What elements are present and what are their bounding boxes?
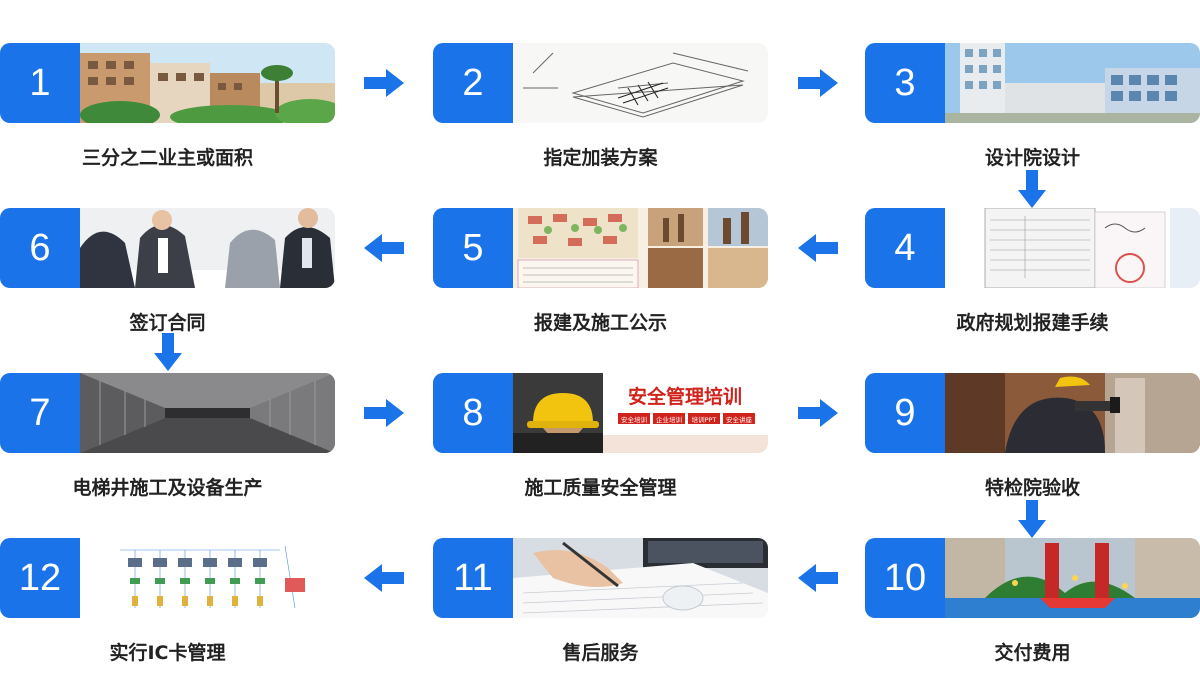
step-label: 特检院验收 — [984, 477, 1080, 499]
step-number: 9 — [865, 373, 945, 453]
residential-buildings-image — [80, 43, 335, 123]
step-label: 设计院设计 — [984, 147, 1080, 169]
safety-tag: 安全培训 — [621, 415, 647, 424]
arrow-left-icon — [798, 564, 838, 592]
inspection-image — [945, 373, 1200, 453]
arrow-left-icon — [798, 234, 838, 262]
step-9: 9 — [865, 373, 1200, 453]
arrow-right-icon — [364, 399, 404, 427]
step-10: 10 — [865, 538, 1200, 618]
step-label: 实行IC卡管理 — [109, 642, 226, 664]
step-4: 4 — [865, 208, 1200, 288]
safety-tag: 企业培训 — [656, 415, 682, 424]
arrow-down-icon — [1018, 170, 1046, 208]
step-number: 4 — [865, 208, 945, 288]
step-number: 2 — [433, 43, 513, 123]
step-3: 3 — [865, 43, 1200, 123]
arrow-left-icon — [364, 564, 404, 592]
step-label: 签订合同 — [129, 312, 206, 334]
step-label: 指定加装方案 — [543, 147, 658, 169]
arrow-right-icon — [798, 399, 838, 427]
step-label: 售后服务 — [562, 642, 639, 664]
step-number: 5 — [433, 208, 513, 288]
step-12: 12 — [0, 538, 335, 618]
step-number: 11 — [433, 538, 513, 618]
step-5: 5 — [433, 208, 768, 288]
arrow-left-icon — [364, 234, 404, 262]
arrow-down-icon — [154, 333, 182, 371]
step-label: 三分之二业主或面积 — [81, 147, 253, 169]
step-number: 1 — [0, 43, 80, 123]
business-meeting-image — [80, 208, 335, 288]
ic-card-system-diagram-image — [80, 538, 335, 618]
step-number: 6 — [0, 208, 80, 288]
step-number: 7 — [0, 373, 80, 453]
arrow-down-icon — [1018, 500, 1046, 538]
building-facade-image — [945, 43, 1200, 123]
arrow-right-icon — [798, 69, 838, 97]
step-number: 12 — [0, 538, 80, 618]
step-7: 7 — [0, 373, 335, 453]
safety-tag: 安全讲座 — [726, 415, 753, 424]
safety-helmet-image: 安全管理培训 安全培训 企业培训 培训PPT 安全讲座 — [513, 373, 768, 453]
technical-drawing-image — [513, 43, 768, 123]
writing-hand-image — [513, 538, 768, 618]
celebration-banner-image — [945, 538, 1200, 618]
step-label: 政府规划报建手续 — [956, 312, 1109, 334]
step-6: 6 — [0, 208, 335, 288]
step-label: 交付费用 — [994, 642, 1071, 664]
step-11: 11 — [433, 538, 768, 618]
step-label: 电梯井施工及设备生产 — [72, 477, 263, 499]
elevator-shaft-image — [80, 373, 335, 453]
step-number: 3 — [865, 43, 945, 123]
step-1: 1 — [0, 43, 335, 123]
official-documents-image — [945, 208, 1200, 288]
safety-tag: 培训PPT — [692, 415, 717, 424]
arrow-right-icon — [364, 69, 404, 97]
safety-banner-title: 安全管理培训 — [628, 385, 742, 408]
step-number: 8 — [433, 373, 513, 453]
step-8: 8 安全管理培训 安全培训 企业培训 培训PPT 安全讲座 — [433, 373, 768, 453]
step-label: 报建及施工公示 — [533, 312, 667, 334]
site-plan-notice-image — [513, 208, 768, 288]
step-2: 2 — [433, 43, 768, 123]
step-number: 10 — [865, 538, 945, 618]
step-label: 施工质量安全管理 — [524, 477, 677, 499]
